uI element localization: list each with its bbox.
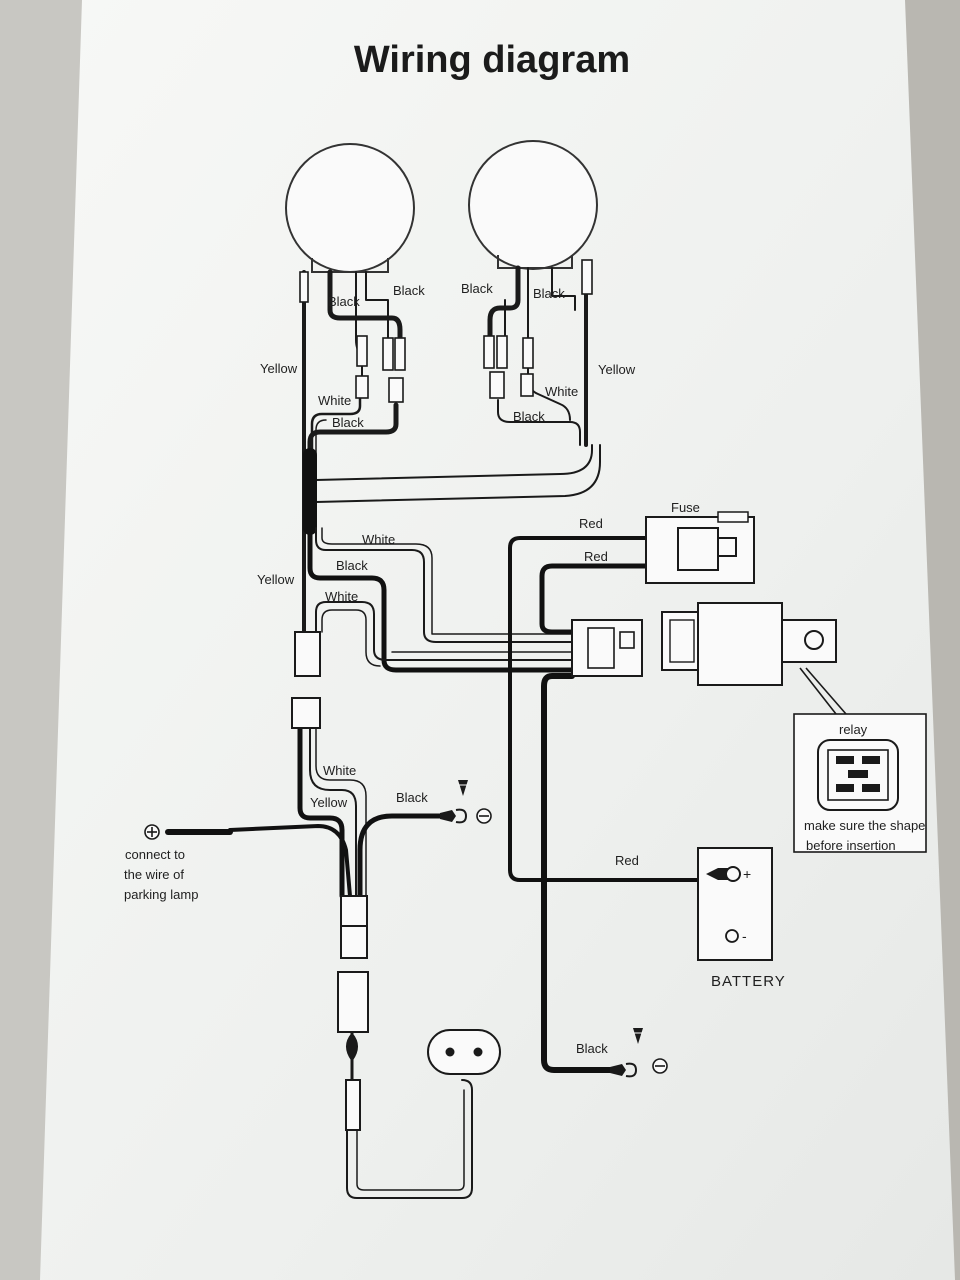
label-relay-note-2: before insertion	[806, 838, 896, 853]
label-ground-black: Black	[576, 1041, 608, 1056]
label-right-yellow: Yellow	[598, 362, 636, 377]
left-black-lead	[327, 269, 403, 353]
label-harness-white: White	[362, 532, 395, 547]
label-parking-1: connect to	[125, 847, 185, 862]
relay-socket	[571, 619, 643, 677]
ground-terminal-relay	[610, 1028, 668, 1078]
left-lamp	[285, 143, 415, 273]
label-relay-note-1: make sure the shape	[804, 818, 925, 833]
label-harness-yellow: Yellow	[257, 572, 295, 587]
left-white-lead-b	[365, 271, 389, 351]
label-red-1: Red	[579, 516, 603, 531]
relay-callout	[793, 713, 927, 853]
label-switch-yellow: Yellow	[310, 795, 348, 810]
label-right-white: White	[545, 384, 578, 399]
switch	[427, 1029, 501, 1075]
label-parking-2: the wire of	[124, 867, 184, 882]
red-relay-wire	[539, 563, 649, 635]
label-battery-red: Red	[615, 853, 639, 868]
label-left-yellow: Yellow	[260, 361, 298, 376]
diagram-title: Wiring diagram	[354, 39, 630, 81]
fuse-holder	[645, 511, 755, 584]
battery-minus-sign: -	[742, 928, 747, 944]
battery	[697, 847, 773, 961]
label-red-2: Red	[584, 549, 608, 564]
label-harness-white-2: White	[325, 589, 358, 604]
harness-white-wire	[315, 527, 573, 643]
switch-black-wire	[357, 813, 443, 899]
plus-symbol-icon	[144, 824, 160, 840]
battery-plus-sign: +	[743, 866, 751, 882]
harness-black-wire	[307, 525, 575, 673]
label-relay: relay	[839, 722, 868, 737]
label-left-lamp-black-b: Black	[393, 283, 425, 298]
label-switch-black: Black	[396, 790, 428, 805]
label-left-black: Black	[332, 415, 364, 430]
wire-labels: Black Black Black Black Yellow Yellow Wh…	[124, 281, 925, 1056]
label-right-lamp-black-a: Black	[461, 281, 493, 296]
red-battery-wire	[508, 536, 712, 882]
ground-terminal-switch	[440, 780, 492, 824]
left-white-wire	[310, 393, 362, 457]
wire-connectors	[299, 259, 593, 403]
label-left-lamp-black-a: Black	[328, 294, 360, 309]
right-black-wire	[497, 399, 581, 446]
right-lamp	[468, 140, 598, 270]
left-black-wire	[307, 402, 399, 458]
label-right-lamp-black-b: Black	[533, 286, 565, 301]
label-harness-black: Black	[336, 558, 368, 573]
relay-body	[661, 602, 847, 715]
label-battery: BATTERY	[711, 973, 786, 990]
label-right-black: Black	[513, 409, 545, 424]
parking-lamp-wire	[228, 824, 352, 898]
harness-connectors	[291, 631, 369, 1131]
label-fuse: Fuse	[671, 500, 700, 515]
ground-black-wire	[541, 673, 613, 1073]
label-switch-white: White	[323, 763, 356, 778]
label-parking-3: parking lamp	[124, 887, 198, 902]
label-left-white: White	[318, 393, 351, 408]
